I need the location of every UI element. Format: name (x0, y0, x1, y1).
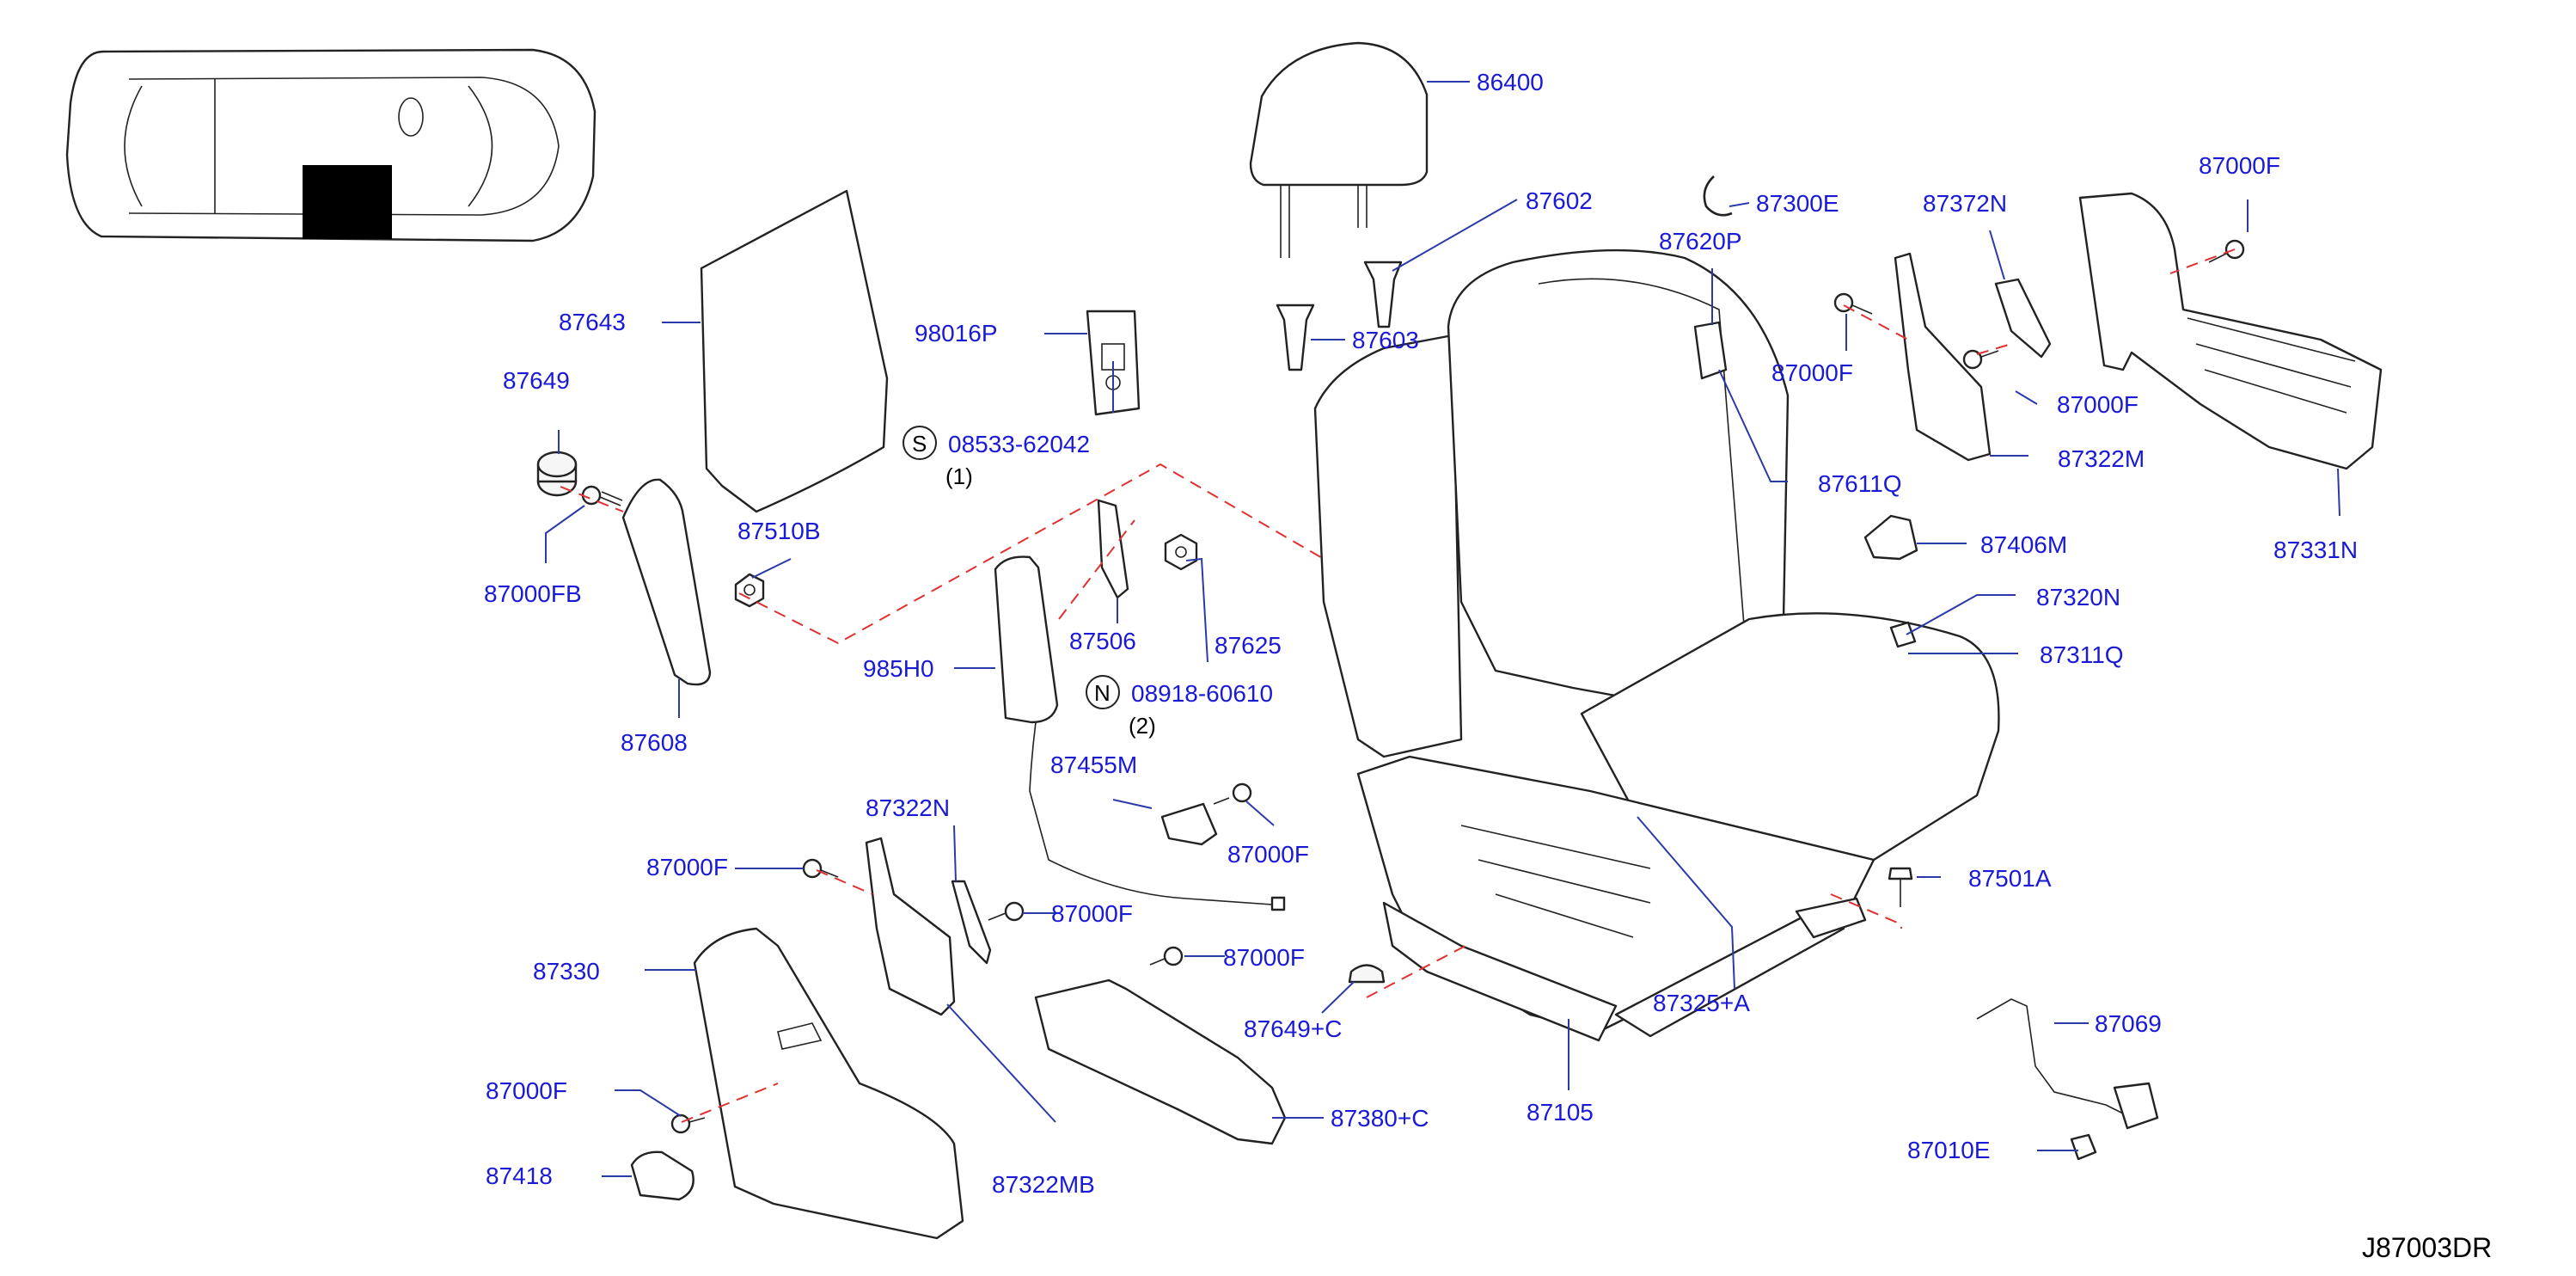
vehicle-locator-thumbnail (65, 48, 597, 242)
bolt-87000F-left-mid (988, 901, 1025, 922)
clip-87455M (1160, 802, 1218, 846)
label-87380C[interactable]: 87380+C (1331, 1105, 1429, 1132)
label-87000F-right-a[interactable]: 87000F (1771, 359, 1853, 386)
bracket-87322MB (865, 837, 956, 1016)
label-87000F-left-mid[interactable]: 87000F (1051, 900, 1133, 927)
clip-87320N (1889, 621, 1917, 648)
label-87105[interactable]: 87105 (1527, 1099, 1594, 1126)
side-finisher-87330 (693, 927, 964, 1240)
bolt-87000F-clip (1213, 782, 1252, 805)
standard-part-callout-s: S 08533-62042 (1) (903, 426, 1090, 489)
label-87620P[interactable]: 87620P (1659, 228, 1742, 255)
s-part-number[interactable]: 08533-62042 (948, 431, 1090, 457)
harness-87069 (1976, 998, 2159, 1130)
label-87322MB[interactable]: 87322MB (992, 1171, 1095, 1198)
nut-87510B (734, 573, 765, 608)
n-part-number[interactable]: 08918-60610 (1131, 680, 1273, 707)
n-symbol: N (1094, 680, 1111, 706)
s-symbol: S (912, 431, 927, 457)
label-87455M[interactable]: 87455M (1050, 751, 1137, 778)
label-87069[interactable]: 87069 (2095, 1010, 2162, 1037)
label-87611Q[interactable]: 87611Q (1818, 470, 1902, 497)
n-quantity: (2) (1129, 713, 1156, 739)
label-87510B[interactable]: 87510B (737, 518, 821, 544)
label-87000F-clip[interactable]: 87000F (1227, 841, 1309, 868)
label-87625[interactable]: 87625 (1215, 632, 1282, 659)
label-87649[interactable]: 87649 (503, 367, 570, 394)
bolt-87000F-cover (2208, 239, 2245, 263)
seat-location-marker (303, 165, 392, 239)
label-98016P[interactable]: 98016P (915, 320, 998, 347)
bolt-87000F-left-lower (1149, 946, 1184, 966)
label-87418[interactable]: 87418 (486, 1163, 553, 1189)
label-87000F-left-lower[interactable]: 87000F (1223, 944, 1305, 971)
trim-87608 (621, 478, 712, 686)
label-87501A[interactable]: 87501A (1968, 865, 2052, 892)
label-87000F-cover[interactable]: 87000F (2199, 152, 2280, 179)
label-87300E[interactable]: 87300E (1756, 190, 1839, 217)
label-87603[interactable]: 87603 (1352, 327, 1419, 353)
headrest-guide-87603 (1276, 304, 1315, 371)
label-86400[interactable]: 86400 (1477, 69, 1544, 95)
headrest-guide-87602 (1363, 261, 1403, 328)
label-87010E[interactable]: 87010E (1907, 1137, 1991, 1163)
headrest-86400 (1249, 41, 1429, 258)
label-87322N[interactable]: 87322N (866, 794, 950, 821)
cap-87649C (1348, 964, 1386, 984)
leader-lines (545, 81, 2340, 1177)
bracket-87322M (1894, 252, 1992, 462)
standard-part-callout-n: N 08918-60610 (2) (1086, 675, 1273, 739)
ring-87300E (1703, 175, 1733, 217)
bracket-87620P (1693, 321, 1728, 380)
diagram-reference-code: J87003DR (2362, 1232, 2492, 1263)
back-board-87643 (700, 189, 889, 513)
bolt-87000F-left-upper (802, 858, 839, 879)
part-labels: 86400 87602 87603 98016P 87643 87649 870… (484, 69, 2358, 1198)
label-87649C[interactable]: 87649+C (1244, 1015, 1342, 1042)
bracket-87322N (951, 880, 992, 965)
bolt-87000F-right-b (1962, 349, 1999, 370)
label-87372N[interactable]: 87372N (1923, 190, 2007, 217)
bolt-87501A (1888, 867, 1913, 907)
nut-87625 (1164, 533, 1198, 571)
cap-87649 (536, 451, 578, 497)
label-87602[interactable]: 87602 (1526, 187, 1593, 214)
airbag-module-985H0 (994, 555, 1286, 911)
s-quantity: (1) (945, 463, 973, 489)
bolt-87000F-finisher (670, 1113, 706, 1134)
label-87331N[interactable]: 87331N (2273, 537, 2358, 563)
n-symbol-circle (1086, 675, 1120, 709)
bracket-87372N (1994, 278, 2052, 359)
sensor-87010E (2070, 1133, 2097, 1161)
label-87322M[interactable]: 87322M (2058, 445, 2145, 472)
label-87506[interactable]: 87506 (1069, 628, 1136, 654)
label-87643[interactable]: 87643 (559, 309, 626, 335)
clip-87406M (1863, 514, 1918, 561)
cover-87380C (1034, 978, 1287, 1145)
label-87406M[interactable]: 87406M (1980, 531, 2067, 558)
label-985H0[interactable]: 985H0 (863, 655, 934, 682)
assembly-dash-lines (560, 248, 2236, 1123)
label-87330[interactable]: 87330 (533, 958, 600, 985)
label-87000F-left-upper[interactable]: 87000F (646, 854, 728, 880)
label-87000F-finisher[interactable]: 87000F (486, 1077, 567, 1104)
label-87000FB[interactable]: 87000FB (484, 580, 582, 607)
label-87325A[interactable]: 87325+A (1653, 990, 1750, 1016)
back-cover-87331N (2078, 192, 2383, 470)
s-symbol-circle (903, 426, 937, 460)
label-87320N[interactable]: 87320N (2036, 584, 2120, 610)
knob-87418 (630, 1150, 694, 1201)
label-87311Q[interactable]: 87311Q (2040, 641, 2124, 668)
label-87608[interactable]: 87608 (621, 729, 688, 756)
label-87000F-right-b[interactable]: 87000F (2057, 391, 2139, 418)
